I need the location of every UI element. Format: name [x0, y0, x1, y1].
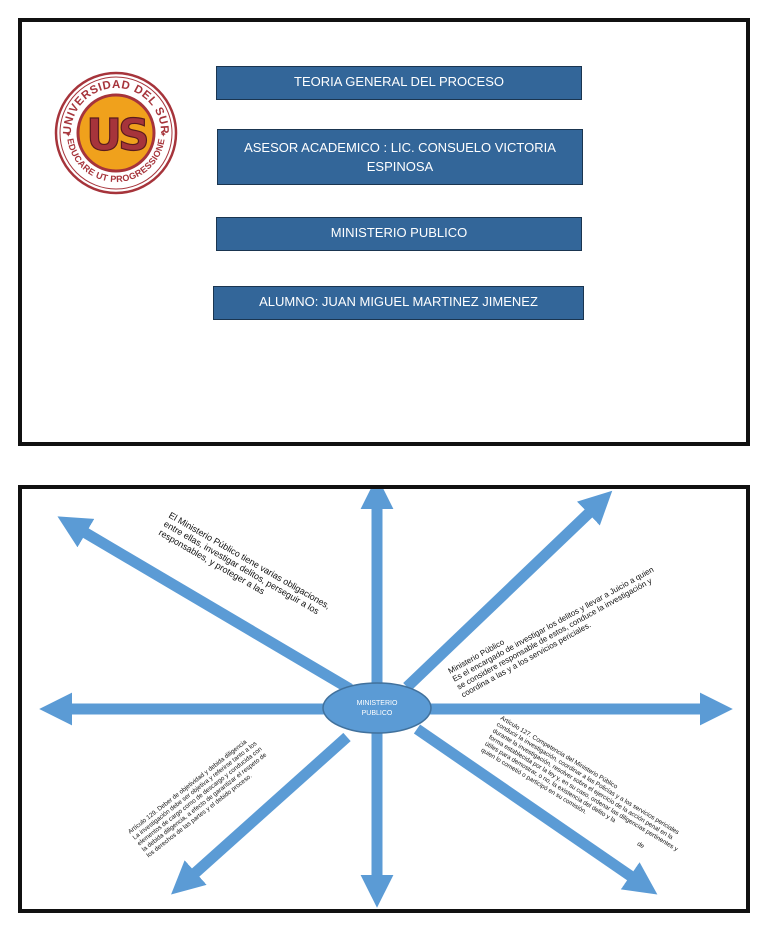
arrow-lower-right	[413, 724, 658, 895]
note-ll-line-4: la debida diligencia, a efecto de garant…	[141, 751, 269, 853]
arrow-upper-left	[57, 516, 353, 694]
logo-star-right: ✦	[160, 130, 167, 139]
logo-disk	[76, 93, 156, 173]
arrow-lower-left	[171, 732, 351, 895]
note-upper-right: Ministerio Público Es el encargado de in…	[447, 565, 656, 699]
mind-map-diagram: MINISTERIO PUBLICO El Ministerio Público…	[39, 489, 733, 908]
advisor-box: ASESOR ACADEMICO : LIC. CONSUELO VICTORI…	[217, 129, 583, 185]
mind-map-slide: MINISTERIO PUBLICO El Ministerio Público…	[18, 485, 750, 913]
logo-monogram: US	[86, 110, 147, 161]
course-title-box: TEORIA GENERAL DEL PROCESO	[216, 66, 582, 100]
note-ur-line-2: Es el encargado de investigar los delito…	[451, 565, 655, 684]
note-ur-line-3: se considere responsable de estos, condu…	[455, 576, 653, 691]
topic-box: MINISTERIO PUBLICO	[216, 217, 582, 251]
center-node-line2: PUBLICO	[362, 710, 393, 717]
note-lower-left: Artículo 129. Deber de objetividad y deb…	[127, 738, 269, 859]
university-logo: UNIVERSIDAD DEL SUR EDUCARE UT PROGRESSI…	[54, 71, 178, 195]
logo-star-left: ✦	[65, 130, 72, 139]
student-box: ALUMNO: JUAN MIGUEL MARTINEZ JIMENEZ	[213, 286, 584, 320]
note-ul-line-2: entre ellas, investigar delitos, persegu…	[162, 519, 321, 617]
arrow-upper-right	[403, 490, 613, 691]
note-lr-line-3: durante la investigación, resolver sobre…	[491, 728, 674, 842]
center-node	[322, 682, 432, 734]
note-lr-line-7: de	[636, 841, 646, 851]
center-node-line1: MINISTERIO	[357, 700, 398, 707]
cover-slide: UNIVERSIDAD DEL SUR EDUCARE UT PROGRESSI…	[18, 18, 750, 446]
note-upper-left: El Ministerio Público tiene varias oblig…	[157, 510, 332, 617]
